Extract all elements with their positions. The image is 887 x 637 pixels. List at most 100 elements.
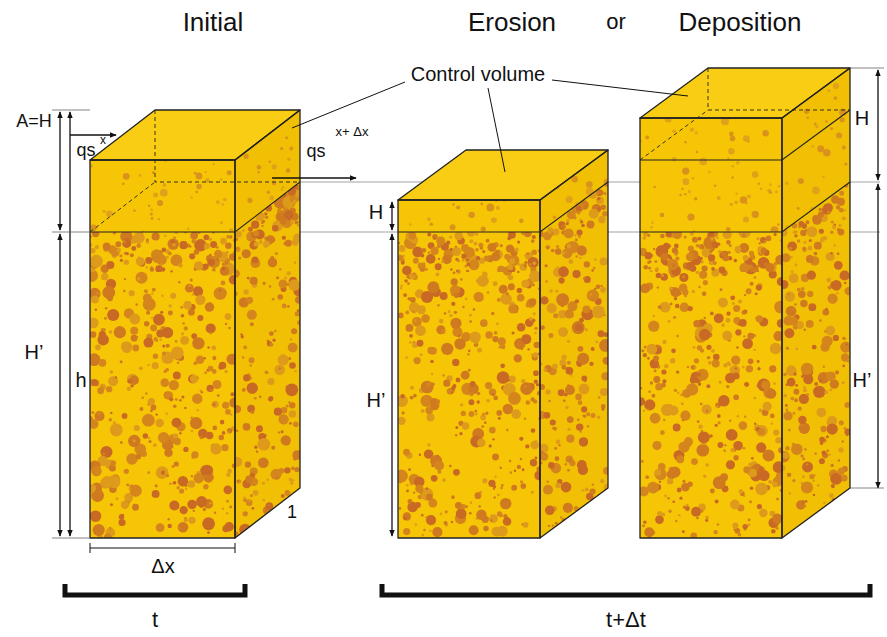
- grain: [433, 237, 436, 240]
- grain: [208, 302, 212, 306]
- grain: [449, 314, 452, 317]
- grain: [429, 530, 431, 532]
- grain: [755, 483, 767, 495]
- grain: [479, 243, 484, 248]
- grain: [195, 191, 198, 194]
- grain: [214, 287, 227, 300]
- grain: [523, 522, 529, 528]
- grain: [599, 339, 612, 352]
- grain: [226, 354, 237, 365]
- grain: [743, 466, 750, 473]
- grain: [468, 349, 470, 351]
- grain: [450, 318, 461, 329]
- grain: [135, 303, 137, 305]
- grain: [771, 529, 776, 534]
- side-face: [235, 110, 300, 538]
- grain: [799, 394, 809, 404]
- grain: [147, 471, 150, 474]
- grain: [656, 273, 661, 278]
- grain: [770, 343, 782, 355]
- grain: [169, 397, 173, 401]
- grain: [476, 279, 480, 283]
- grain: [220, 238, 227, 245]
- grain: [178, 281, 180, 283]
- grain: [567, 340, 570, 343]
- grain: [99, 331, 106, 338]
- grain: [225, 409, 231, 415]
- grain: [559, 223, 566, 230]
- grain: [708, 254, 715, 261]
- grain: [145, 392, 148, 395]
- grain: [528, 263, 531, 266]
- grain: [697, 373, 701, 377]
- grain: [699, 158, 707, 166]
- grain: [720, 473, 728, 481]
- grain: [400, 285, 403, 288]
- grain: [728, 148, 734, 154]
- grain: [182, 322, 184, 324]
- grain: [496, 206, 500, 210]
- grain: [579, 318, 584, 323]
- grain: [467, 353, 470, 356]
- grain-texture: [639, 115, 780, 234]
- grain: [511, 331, 514, 334]
- grain: [168, 251, 172, 255]
- grain: [133, 439, 136, 442]
- grain: [812, 479, 814, 481]
- grain: [470, 392, 474, 396]
- grain: [636, 397, 645, 406]
- grain: [561, 224, 566, 229]
- grain: [279, 268, 281, 270]
- grain: [173, 481, 177, 485]
- grain: [281, 435, 291, 445]
- grain-texture: [636, 226, 786, 539]
- side-face: [782, 68, 850, 538]
- grain: [735, 193, 737, 195]
- grain: [545, 505, 555, 515]
- grain: [798, 416, 806, 424]
- grain: [540, 452, 549, 461]
- top-face: [398, 150, 608, 200]
- grain: [102, 286, 115, 299]
- grain: [553, 215, 557, 219]
- grain: [491, 218, 493, 220]
- grain: [142, 414, 155, 427]
- grain: [442, 478, 446, 482]
- grain: [452, 247, 461, 256]
- grain: [269, 396, 274, 401]
- grain: [587, 425, 589, 427]
- grain: [242, 388, 246, 392]
- grain-texture: [778, 183, 853, 510]
- grain: [691, 458, 698, 465]
- grain: [426, 413, 434, 421]
- grain: [469, 260, 480, 271]
- grain: [736, 346, 738, 348]
- grain: [289, 362, 296, 369]
- grain: [796, 500, 805, 509]
- grain: [553, 427, 557, 431]
- grain: [408, 232, 416, 240]
- grain: [840, 117, 845, 122]
- grain: [162, 327, 173, 338]
- grain: [653, 355, 659, 361]
- grain: [486, 239, 490, 243]
- top-face: [90, 110, 300, 160]
- grain: [509, 376, 516, 383]
- grain: [603, 467, 611, 475]
- grain: [409, 334, 413, 338]
- grain: [189, 313, 192, 316]
- grain: [526, 299, 535, 308]
- grain: [842, 146, 846, 150]
- grain: [155, 413, 157, 415]
- grain: [600, 204, 605, 209]
- grain: [430, 398, 437, 405]
- grain: [210, 443, 221, 454]
- grain: [647, 408, 649, 410]
- grain: [250, 277, 258, 285]
- grain: [172, 465, 175, 468]
- grain: [726, 429, 738, 441]
- grain: [722, 331, 732, 341]
- grain: [657, 511, 662, 516]
- grain: [675, 304, 680, 309]
- grain: [664, 364, 669, 369]
